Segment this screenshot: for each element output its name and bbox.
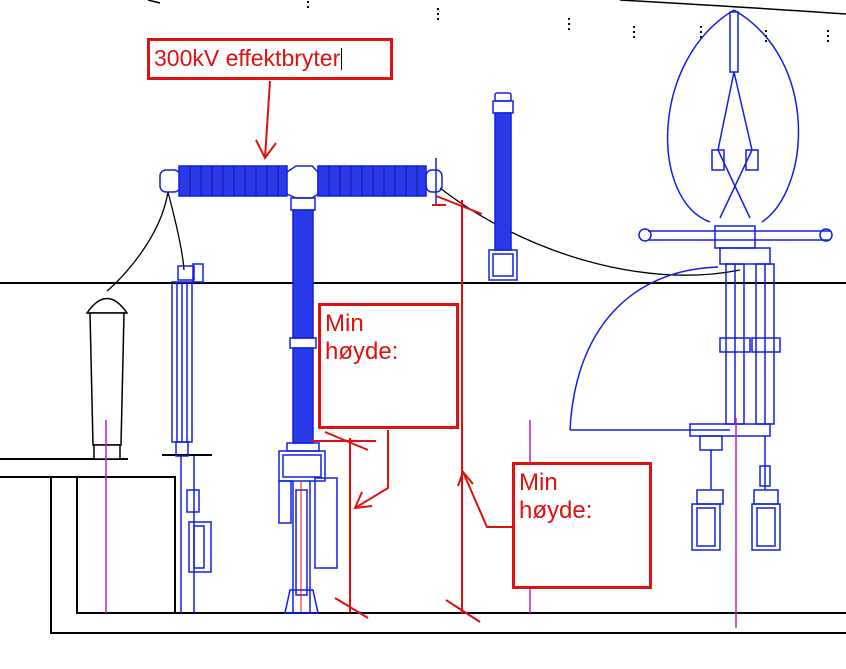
- top-edge-line: [147, 0, 161, 4]
- breaker-label-text: 300kV effektbryter: [154, 45, 341, 71]
- top-arc-line: [619, 0, 846, 15]
- structure-lines: [0, 0, 846, 634]
- min-height-label-2: Min høyde:: [512, 462, 652, 589]
- disconnector: [569, 9, 833, 551]
- breaker-arrow: [264, 80, 271, 159]
- min-height-2-arrowhead: [457, 470, 474, 487]
- breaker-support-column: [278, 197, 338, 614]
- surge-arrester: [488, 92, 518, 281]
- min-height-2-leader: [462, 471, 512, 528]
- min-height-1-leader: [354, 430, 389, 509]
- breaker-arrowhead: [255, 139, 277, 160]
- current-transformer-left: [171, 263, 212, 613]
- breaker-label: 300kV effektbryter: [147, 38, 393, 80]
- conductor-left: [106, 191, 169, 292]
- text-cursor: [341, 48, 343, 70]
- conductors: [106, 187, 741, 292]
- min-height-label-2-line1: Min: [519, 469, 558, 496]
- conductor-left-2: [167, 191, 185, 271]
- equipment: [159, 9, 833, 614]
- transformer-bushing: [85, 297, 129, 460]
- min-height-label-2-line2: høyde:: [519, 496, 593, 524]
- breaker-interrupter: [159, 158, 446, 206]
- min-height-1-arrowhead: [353, 491, 373, 510]
- annotations: [255, 80, 512, 623]
- min-height-label-1-line2: høyde:: [325, 337, 399, 365]
- foundation-outline: [50, 477, 846, 634]
- min-height-label-1: Min høyde:: [318, 303, 459, 429]
- min-height-label-1-line1: Min: [325, 310, 364, 337]
- building-wall: [0, 476, 176, 613]
- foundation-inner: [76, 477, 846, 614]
